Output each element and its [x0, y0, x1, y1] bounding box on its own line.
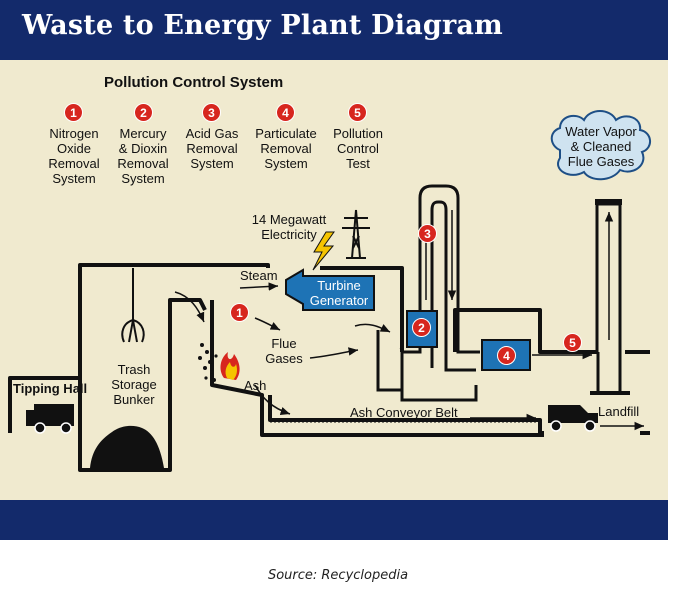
landfill-label: Landfill [598, 404, 640, 419]
scrubber-tower [402, 184, 480, 372]
legend-label-1: Nitrogen Oxide Removal System [48, 126, 100, 186]
ground-line [596, 352, 622, 395]
legend-label-2: Mercury & Dioxin Removal System [117, 126, 169, 186]
conveyor-label: Ash Conveyor Belt [350, 405, 458, 420]
diagram-badge-5: 5 [563, 333, 582, 352]
turbine-label: Turbine Generator [309, 278, 369, 308]
legend-badge-2: 2 [134, 103, 153, 122]
tipping-hall-label: Tipping Hall [13, 381, 88, 396]
diagram-badge-4: 4 [497, 346, 516, 365]
boiler-duct [376, 330, 404, 392]
turbine-generator [285, 268, 375, 311]
lightning-icon [312, 231, 335, 271]
trash-bunker-label: Trash Storage Bunker [111, 362, 157, 407]
steam-label: Steam [240, 268, 278, 283]
cloud-label: Water Vapor & Cleaned Flue Gases [565, 124, 637, 169]
legend-label-3: Acid Gas Removal System [185, 126, 239, 171]
emission-cloud [550, 110, 651, 181]
dump-truck-right [548, 405, 598, 432]
ash-label: Ash [244, 378, 267, 393]
pollution-heading: Pollution Control System [104, 74, 284, 91]
crane-claw [121, 268, 145, 343]
power-tower-icon [342, 209, 370, 259]
trash-pile [90, 425, 164, 468]
diagram-badge-2: 2 [412, 318, 431, 337]
plant-drawing [8, 110, 651, 472]
footer-bar [0, 500, 668, 540]
legend-badge-3: 3 [202, 103, 221, 122]
electricity-label: 14 Megawatt Electricity [251, 212, 327, 242]
header-bar: Waste to Energy Plant Diagram [0, 0, 668, 60]
diagram-title: Waste to Energy Plant Diagram [22, 10, 503, 41]
building-outline [8, 263, 650, 435]
ash-particles [198, 343, 218, 382]
legend-badge-4: 4 [276, 103, 295, 122]
legend-badge-5: 5 [348, 103, 367, 122]
diagram-badge-3: 3 [418, 224, 437, 243]
diagram-frame: Waste to Energy Plant Diagram [0, 0, 668, 540]
flue-gases-label: Flue Gases [265, 336, 303, 366]
diagram-badge-1: 1 [230, 303, 249, 322]
source-caption: Source: Recyclopedia [267, 568, 409, 583]
legend-label-5: Pollution Control Test [333, 126, 383, 171]
legend-label-4: Particulate Removal System [255, 126, 317, 171]
garbage-truck-left [26, 404, 74, 434]
legend-badge-1: 1 [64, 103, 83, 122]
fire-icon [220, 352, 240, 380]
